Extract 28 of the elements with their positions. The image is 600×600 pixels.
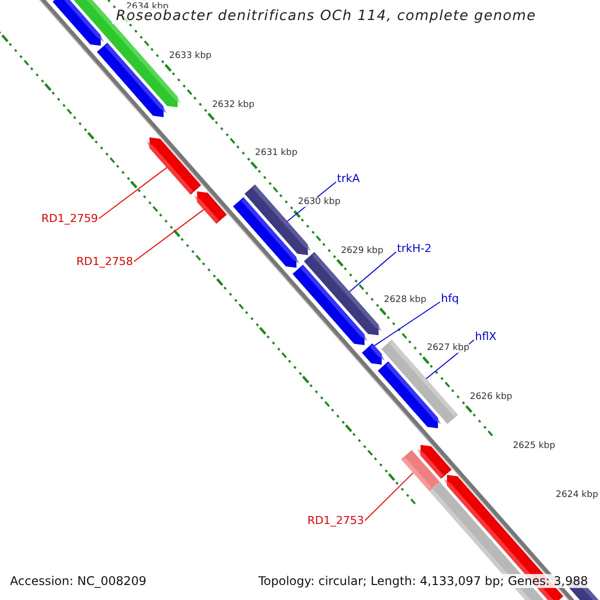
leader-line — [348, 252, 396, 292]
leader-line — [98, 167, 168, 219]
gene-label: trkA — [337, 172, 360, 185]
scale-label: 2628 kbp — [384, 294, 426, 305]
gene-bar — [401, 450, 440, 491]
leader-line — [374, 302, 440, 346]
gene-label: trkH-2 — [397, 242, 432, 255]
scale-label: 2629 kbp — [340, 246, 384, 256]
scale-label: 2626 kbp — [470, 392, 512, 402]
gene-label: RD1_2758 — [76, 255, 133, 268]
scale-label: 2627 kbp — [426, 343, 470, 354]
leader-line — [134, 209, 204, 262]
scale-label: 2624 kbp — [556, 490, 598, 500]
leader-line — [364, 472, 414, 521]
gene-label: RD1_2753 — [307, 514, 364, 527]
accession-text: Accession: NC_008209 — [10, 574, 146, 588]
gene-label: hflX — [475, 330, 496, 343]
gene-label: hfq — [441, 292, 459, 305]
genome-stats-text: Topology: circular; Length: 4,133,097 bp; Genes: 3,988 — [256, 574, 590, 588]
scale-label: 2630 kbp — [298, 197, 340, 208]
scale-label: 2632 kbp — [212, 100, 254, 110]
gene-feature — [362, 343, 385, 365]
scale-label: 2633 kbp — [169, 50, 212, 61]
gene-label: RD1_2759 — [41, 212, 98, 225]
gene-feature — [194, 191, 227, 224]
gene-feature — [146, 137, 202, 195]
scale-label: 2631 kbp — [255, 148, 298, 158]
scale-label: 2625 kbp — [512, 440, 556, 451]
